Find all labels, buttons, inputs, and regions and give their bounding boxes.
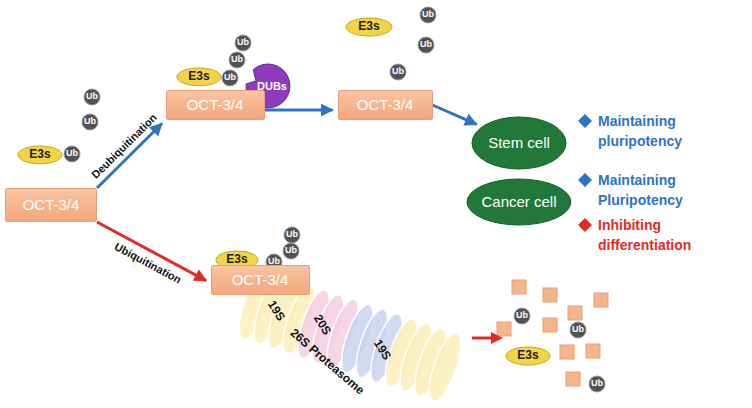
e3-ligase-oval: E3s: [176, 67, 222, 87]
arrow-connector: [265, 109, 333, 112]
node-text: OCT-3/4: [23, 197, 80, 214]
node-text: E3s: [517, 349, 538, 362]
node-shape: [177, 68, 221, 86]
ubiquitin-circle: Ub: [588, 375, 606, 393]
node-shape: [82, 114, 98, 130]
node-shape: [472, 117, 566, 169]
node-text: E3s: [29, 148, 50, 161]
outcome-text: Inhibiting differentiation: [598, 215, 733, 255]
node-text: Ub: [572, 325, 584, 335]
outcome-text: Maintaining pluripotency: [598, 111, 733, 151]
fragment: [586, 344, 600, 358]
node-text: Ub: [285, 246, 297, 256]
degradation-arrow: [472, 337, 492, 340]
node-shape: [570, 322, 586, 338]
ubiquitin-circle: Ub: [417, 36, 435, 54]
fragment: [497, 322, 511, 336]
ubiquitin-circle: Ub: [513, 307, 531, 325]
node-text: Ub: [422, 10, 434, 20]
bullet-diamond: [578, 218, 592, 232]
edge-label: Deubiquitination: [88, 111, 158, 181]
node-text: Ub: [231, 55, 243, 65]
outcome-text: Maintaining Pluripotency: [598, 170, 733, 210]
ubiquitin-circle: Ub: [81, 113, 99, 131]
ubiquitin-circle: Ub: [83, 88, 101, 106]
fragment: [568, 306, 582, 320]
ubiquitin-circle: Ub: [569, 321, 587, 339]
protein-box: OCT-3/4: [5, 188, 97, 222]
node-shape: [346, 18, 392, 36]
fragment: [560, 345, 574, 359]
node-shape: [64, 146, 80, 162]
fragment: [566, 372, 580, 386]
protein-fragments: [497, 280, 608, 386]
e3-ligase-oval: E3s: [17, 145, 63, 165]
ubiquitin-circle: Ub: [389, 63, 407, 81]
node-text: Ub: [84, 117, 96, 127]
node-text: Ub: [392, 67, 404, 77]
ubiquitin-circle: Ub: [282, 242, 300, 260]
protein-box: OCT-3/4: [338, 90, 433, 120]
ubiquitin-circle: Ub: [221, 69, 239, 87]
cell-ellipse: Stem cell: [471, 116, 567, 170]
ubiquitin-circle: Ub: [283, 226, 301, 244]
node-text: Ub: [420, 40, 432, 50]
bullet-diamond: [578, 173, 592, 187]
bullet-diamond: [578, 114, 592, 128]
proteasome-ring: [423, 329, 467, 404]
node-shape: [84, 89, 100, 105]
node-text: Ub: [516, 311, 528, 321]
ubiquitin-circle: Ub: [228, 51, 246, 69]
node-shape: [283, 243, 299, 259]
node-text: Stem cell: [488, 135, 550, 152]
node-text: Cancer cell: [481, 194, 556, 211]
node-text: OCT-3/4: [187, 97, 244, 114]
arrow-connector: [433, 105, 477, 124]
protein-box: OCT-3/4: [211, 265, 310, 295]
node-shape: [222, 70, 238, 86]
node-shape: [229, 52, 245, 68]
fragment: [543, 318, 557, 332]
cell-ellipse: Cancer cell: [466, 178, 572, 226]
node-text: Ub: [286, 230, 298, 240]
node-shape: [418, 37, 434, 53]
node-text: Ub: [224, 73, 236, 83]
fragment: [543, 288, 557, 302]
node-text: E3s: [188, 70, 209, 83]
node-text: OCT-3/4: [232, 272, 289, 289]
e3-ligase-oval: E3s: [505, 346, 551, 366]
node-shape: [589, 376, 605, 392]
node-shape: [284, 227, 300, 243]
e3-ligase-oval: E3s: [345, 17, 393, 37]
node-shape: [420, 7, 436, 23]
node-text: Ub: [66, 149, 78, 159]
node-text: Ub: [591, 379, 603, 389]
node-shape: [390, 64, 406, 80]
fragment: [512, 280, 526, 294]
protein-box: OCT-3/4: [166, 90, 265, 120]
ubiquitin-circle: Ub: [234, 34, 252, 52]
node-shape: [506, 347, 550, 365]
node-text: E3s: [358, 20, 379, 33]
node-shape: [514, 308, 530, 324]
ubiquitin-circle: Ub: [63, 145, 81, 163]
node-text: Ub: [86, 92, 98, 102]
node-text: OCT-3/4: [357, 97, 414, 114]
node-text: Ub: [237, 38, 249, 48]
node-shape: [18, 146, 62, 164]
ubiquitin-circle: Ub: [419, 6, 437, 24]
arrow-head: [491, 332, 503, 344]
node-shape: [235, 35, 251, 51]
node-shape: [467, 179, 571, 225]
fragment: [594, 293, 608, 307]
